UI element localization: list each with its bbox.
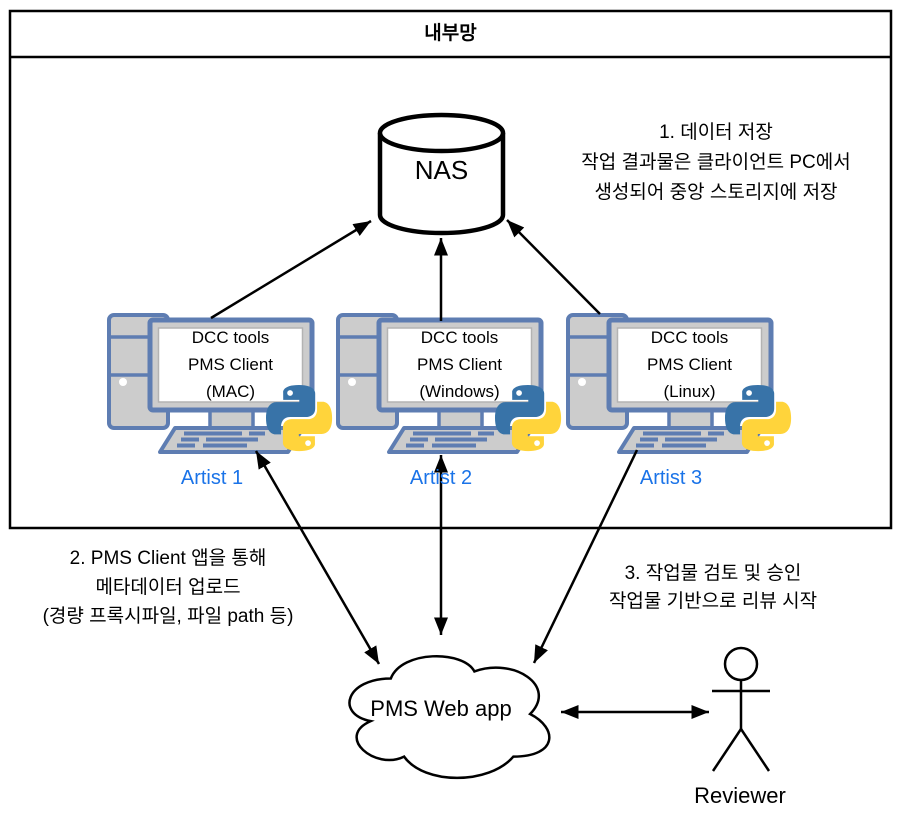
workstation2-screen-text: DCC tools PMS Client (Windows) bbox=[387, 324, 532, 405]
screen-line: PMS Client bbox=[187, 355, 274, 374]
screen-line: (MAC) bbox=[205, 382, 256, 401]
note-line: (경량 프록시파일, 파일 path 등) bbox=[42, 606, 294, 627]
workstation1-screen-text: DCC tools PMS Client (MAC) bbox=[158, 324, 303, 405]
note-upload: 2. PMS Client 앱을 통해 메타데이터 업로드 (경량 프록시파일,… bbox=[0, 544, 336, 631]
artist1-label: Artist 1 bbox=[180, 467, 244, 489]
note-line: 2. PMS Client 앱을 통해 bbox=[69, 548, 267, 569]
screen-line: (Linux) bbox=[663, 382, 716, 401]
note-data-store: 1. 데이터 저장 작업 결과물은 클라이언트 PC에서 생성되어 중앙 스토리… bbox=[540, 118, 892, 208]
workstation3-screen-text: DCC tools PMS Client (Linux) bbox=[617, 324, 762, 405]
screen-line: PMS Client bbox=[416, 355, 503, 374]
note-line: 작업 결과물은 클라이언트 PC에서 bbox=[581, 152, 851, 173]
nas-label: NAS bbox=[414, 155, 469, 185]
network-box-title: 내부망 bbox=[424, 23, 477, 44]
screen-line: DCC tools bbox=[191, 328, 270, 347]
arrow-artist3-to-nas bbox=[506, 219, 601, 315]
artist2-label: Artist 2 bbox=[409, 467, 473, 489]
reviewer-label: Reviewer bbox=[694, 783, 786, 808]
note-line: 작업물 기반으로 리뷰 시작 bbox=[608, 591, 818, 612]
note-line: 1. 데이터 저장 bbox=[659, 122, 773, 143]
screen-line: PMS Client bbox=[646, 355, 733, 374]
screen-line: DCC tools bbox=[420, 328, 499, 347]
reviewer-actor-icon bbox=[711, 646, 771, 772]
cloud-label: PMS Web app bbox=[370, 696, 512, 721]
screen-line: DCC tools bbox=[650, 328, 729, 347]
note-line: 생성되어 중앙 스토리지에 저장 bbox=[594, 182, 838, 203]
nas-cylinder-icon bbox=[377, 112, 506, 236]
screen-line: (Windows) bbox=[419, 382, 500, 401]
pms-web-app-cloud bbox=[348, 654, 551, 780]
note-line: 3. 작업물 검토 및 승인 bbox=[624, 563, 802, 584]
arrow-artist3-cloud bbox=[532, 449, 639, 664]
arrow-artist1-to-nas bbox=[210, 219, 372, 320]
arrow-artist1-cloud bbox=[254, 450, 381, 665]
artist3-label: Artist 3 bbox=[639, 467, 703, 489]
note-review: 3. 작업물 검토 및 승인 작업물 기반으로 리뷰 시작 bbox=[552, 560, 874, 616]
network-box bbox=[8, 9, 893, 530]
note-line: 메타데이터 업로드 bbox=[95, 577, 241, 598]
